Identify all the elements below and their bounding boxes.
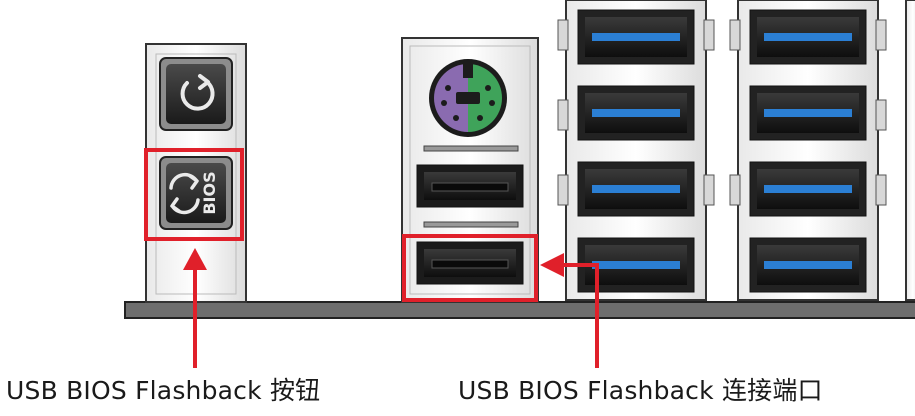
- port-pointer-arrow: [540, 253, 599, 368]
- usb2-port-upper: [416, 145, 524, 228]
- flashback-button-label: USB BIOS Flashback 按钮: [6, 376, 321, 405]
- usb3-port: [577, 9, 695, 65]
- flashback-port-label: USB BIOS Flashback 连接端口: [458, 376, 823, 405]
- usb3-port: [577, 85, 695, 141]
- sync-icon: [169, 172, 200, 215]
- button-pointer-arrow: [183, 248, 207, 368]
- reset-button[interactable]: [159, 57, 233, 131]
- usb3-port: [749, 9, 867, 65]
- usb2-flashback-port[interactable]: [416, 241, 524, 285]
- partial-port-housing: [905, 0, 915, 301]
- usb3-port: [749, 237, 867, 293]
- port-highlight-box: [402, 234, 538, 302]
- motherboard-edge: [124, 301, 915, 319]
- usb3-port: [577, 161, 695, 217]
- usb3-port: [749, 85, 867, 141]
- bios-flashback-button[interactable]: BIOS: [159, 156, 233, 230]
- ps2-port: [429, 59, 507, 137]
- usb3-port: [749, 161, 867, 217]
- button-highlight-box: [144, 148, 244, 241]
- refresh-icon: [180, 74, 215, 111]
- bios-icon-label: BIOS: [200, 171, 219, 214]
